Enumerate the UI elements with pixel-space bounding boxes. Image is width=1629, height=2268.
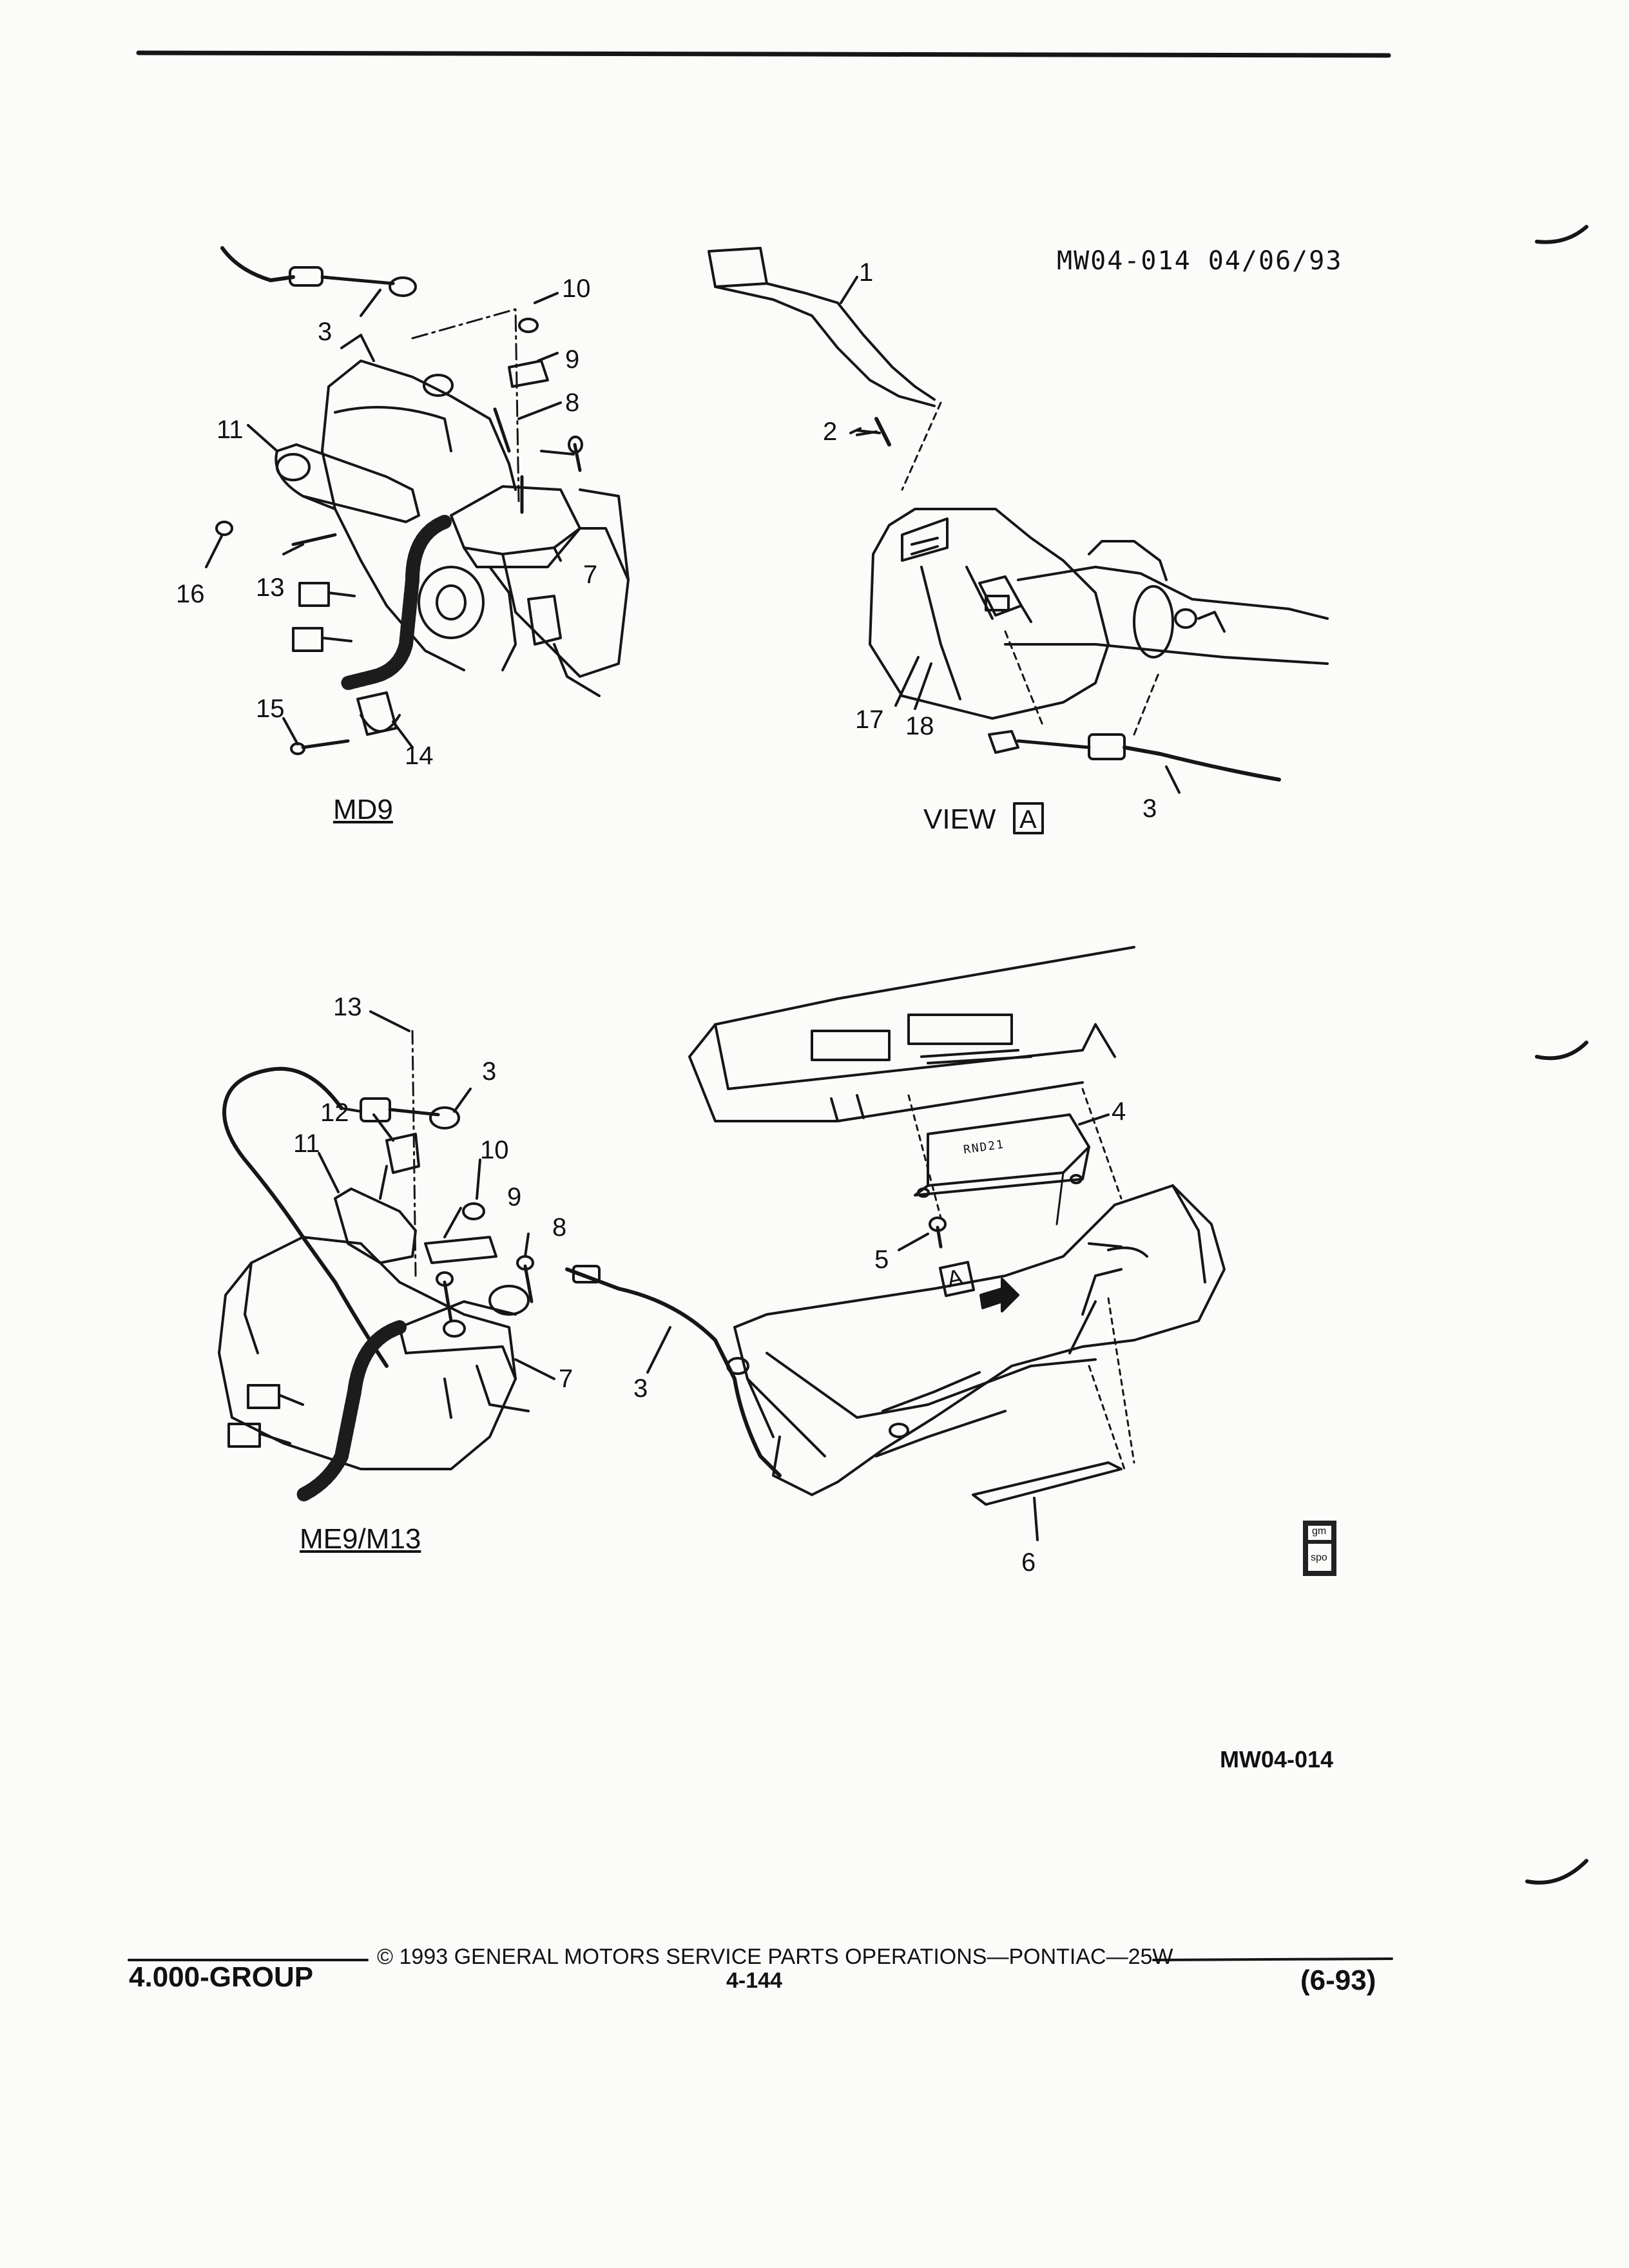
callout-8: 8 xyxy=(552,1213,567,1242)
figure-id: MW04-014 xyxy=(1220,1746,1334,1773)
footer-group: 4.000-GROUP xyxy=(129,1961,314,1993)
callout-3: 3 xyxy=(633,1374,648,1403)
spo-logo-text: spo xyxy=(1311,1552,1327,1563)
callout-8: 8 xyxy=(565,389,580,417)
md9-caption: MD9 xyxy=(333,794,393,825)
binder-marks xyxy=(1525,225,1588,1885)
callout-17: 17 xyxy=(855,706,884,734)
view-a-letter: A xyxy=(1019,805,1037,834)
callout-6: 6 xyxy=(1021,1548,1036,1577)
md9-transmission-drawing xyxy=(205,246,630,755)
callout-11: 11 xyxy=(217,416,244,444)
callout-9: 9 xyxy=(507,1183,522,1211)
callout-10: 10 xyxy=(480,1136,509,1164)
callout-4: 4 xyxy=(1112,1097,1126,1126)
callout-14: 14 xyxy=(405,742,434,770)
callout-18: 18 xyxy=(905,712,934,740)
view-a-label: VIEW xyxy=(923,803,996,835)
callout-9: 9 xyxy=(565,345,580,374)
doc-code-header: MW04-014 04/06/93 xyxy=(1057,246,1343,276)
callout-3: 3 xyxy=(318,318,333,346)
callout-7: 7 xyxy=(583,561,598,589)
footer-copyright: © 1993 GENERAL MOTORS SERVICE PARTS OPER… xyxy=(377,1945,1173,1969)
me9-transmission-drawing xyxy=(218,1010,555,1502)
view-a-box xyxy=(1013,802,1044,834)
callout-13: 13 xyxy=(256,573,285,602)
callout-12: 12 xyxy=(320,1099,349,1127)
callout-5: 5 xyxy=(874,1245,889,1274)
callout-13: 13 xyxy=(333,993,362,1021)
callout-3: 3 xyxy=(482,1057,497,1086)
callout-3: 3 xyxy=(1142,794,1157,823)
gm-logo-text: gm xyxy=(1312,1526,1327,1537)
callout-2: 2 xyxy=(823,418,838,446)
view-a-column-drawing xyxy=(708,247,1329,794)
console-indicator-drawing xyxy=(565,946,1226,1541)
callout-15: 15 xyxy=(256,695,285,723)
me9-caption: ME9/M13 xyxy=(300,1523,421,1555)
footer-date-code: (6-93) xyxy=(1300,1965,1376,1996)
footer-page: 4-144 xyxy=(726,1968,782,1993)
gm-spo-logo-icon xyxy=(1303,1521,1336,1576)
footer-rule-right xyxy=(1152,1957,1393,1961)
top-rule xyxy=(136,50,1391,58)
direction-arrow-icon xyxy=(979,1278,1019,1312)
callout-7: 7 xyxy=(559,1365,574,1393)
callout-11: 11 xyxy=(293,1129,320,1158)
callout-16: 16 xyxy=(176,580,205,608)
callout-1: 1 xyxy=(859,258,874,287)
arrow-a-box xyxy=(938,1260,976,1298)
callout-10: 10 xyxy=(562,274,591,303)
